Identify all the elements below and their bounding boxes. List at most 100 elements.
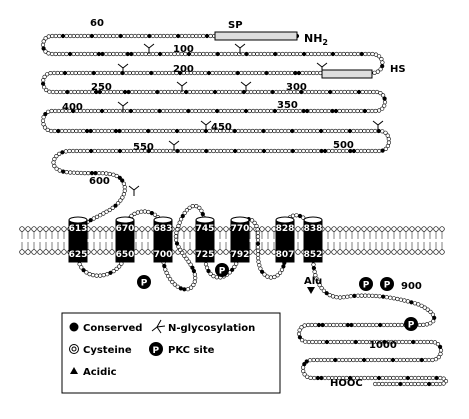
lipid-head xyxy=(379,226,385,232)
residue xyxy=(113,70,118,76)
residue xyxy=(136,33,141,39)
residue xyxy=(188,262,193,267)
residue xyxy=(200,148,205,154)
residue xyxy=(362,375,367,381)
residue xyxy=(165,51,170,57)
cysteine-residue xyxy=(373,375,378,381)
residue xyxy=(185,287,190,292)
residue xyxy=(63,149,68,154)
residue xyxy=(405,381,410,387)
conserved-residue xyxy=(232,128,237,134)
residue xyxy=(391,381,396,387)
residue xyxy=(190,204,195,209)
residue xyxy=(130,89,135,95)
conserved-residue xyxy=(88,148,94,154)
residue xyxy=(376,357,381,363)
residue xyxy=(220,89,225,95)
lipid-head xyxy=(397,249,403,255)
residue xyxy=(358,357,363,363)
conserved-residue xyxy=(304,359,309,364)
conserved-residue xyxy=(175,128,180,134)
residue xyxy=(81,148,86,154)
residue xyxy=(107,51,112,57)
conserved-residue xyxy=(244,51,249,57)
residue xyxy=(193,108,198,114)
residue xyxy=(114,148,119,154)
conserved-residue xyxy=(390,357,396,363)
residue xyxy=(334,322,340,328)
residue-number-900: 900 xyxy=(401,281,422,292)
residue xyxy=(41,85,47,90)
residue xyxy=(425,307,430,312)
residue xyxy=(164,108,169,114)
residue xyxy=(162,89,167,95)
residue xyxy=(371,89,376,95)
pkc-site-icon xyxy=(359,277,373,291)
residue xyxy=(106,128,111,134)
residue xyxy=(143,108,148,114)
cysteine-residue xyxy=(257,128,263,134)
residue xyxy=(373,108,378,114)
residue xyxy=(239,128,244,134)
legend-pkc-site: PKC site xyxy=(168,345,215,356)
residue xyxy=(412,301,418,306)
residue xyxy=(106,148,112,154)
residue xyxy=(43,49,48,54)
residue xyxy=(260,70,266,76)
residue xyxy=(104,171,109,176)
residue xyxy=(192,272,197,277)
conserved-residue xyxy=(204,148,209,154)
residue xyxy=(328,339,333,345)
residue xyxy=(135,128,140,134)
residue xyxy=(143,33,148,39)
residue xyxy=(117,264,122,269)
lipid-head xyxy=(37,226,43,232)
residue xyxy=(329,357,334,363)
n-glycosylation-site xyxy=(117,63,129,74)
residue xyxy=(197,205,202,210)
lipid-head xyxy=(223,226,229,232)
conserved-residue xyxy=(297,213,303,219)
residue xyxy=(377,54,382,59)
residue xyxy=(380,357,385,363)
residue xyxy=(369,108,375,114)
conserved-residue xyxy=(241,89,246,95)
conserved-residue xyxy=(126,89,131,95)
residue xyxy=(423,381,428,387)
residue xyxy=(172,33,177,39)
lipid-head xyxy=(109,249,115,255)
residue-number-200: 200 xyxy=(173,64,194,75)
residue xyxy=(178,128,183,134)
residue xyxy=(255,51,260,57)
residue xyxy=(158,89,164,95)
residue xyxy=(268,128,273,134)
residue xyxy=(92,128,97,134)
residue xyxy=(443,379,449,384)
residue xyxy=(41,115,46,120)
residue xyxy=(132,33,138,39)
pkc-site-icon xyxy=(137,275,151,289)
residue xyxy=(304,70,309,76)
lipid-head xyxy=(91,249,97,255)
residue xyxy=(222,148,227,154)
conserved-residue xyxy=(270,89,275,95)
residue xyxy=(312,269,317,274)
residue xyxy=(362,128,367,134)
residue xyxy=(103,148,108,154)
residue xyxy=(344,108,349,114)
residue xyxy=(167,128,172,134)
cysteine-residue xyxy=(350,339,355,345)
residue xyxy=(82,171,87,176)
residue xyxy=(54,89,59,95)
residue xyxy=(372,70,377,75)
lipid-head xyxy=(415,226,421,232)
lipid-head xyxy=(439,226,445,232)
residue xyxy=(170,279,175,285)
residue xyxy=(105,70,111,76)
tm-helix-cap xyxy=(153,216,173,224)
residue xyxy=(383,357,388,363)
residue xyxy=(175,108,180,114)
tm-helix-cap xyxy=(275,216,295,224)
residue xyxy=(319,286,324,291)
residue xyxy=(391,296,397,301)
